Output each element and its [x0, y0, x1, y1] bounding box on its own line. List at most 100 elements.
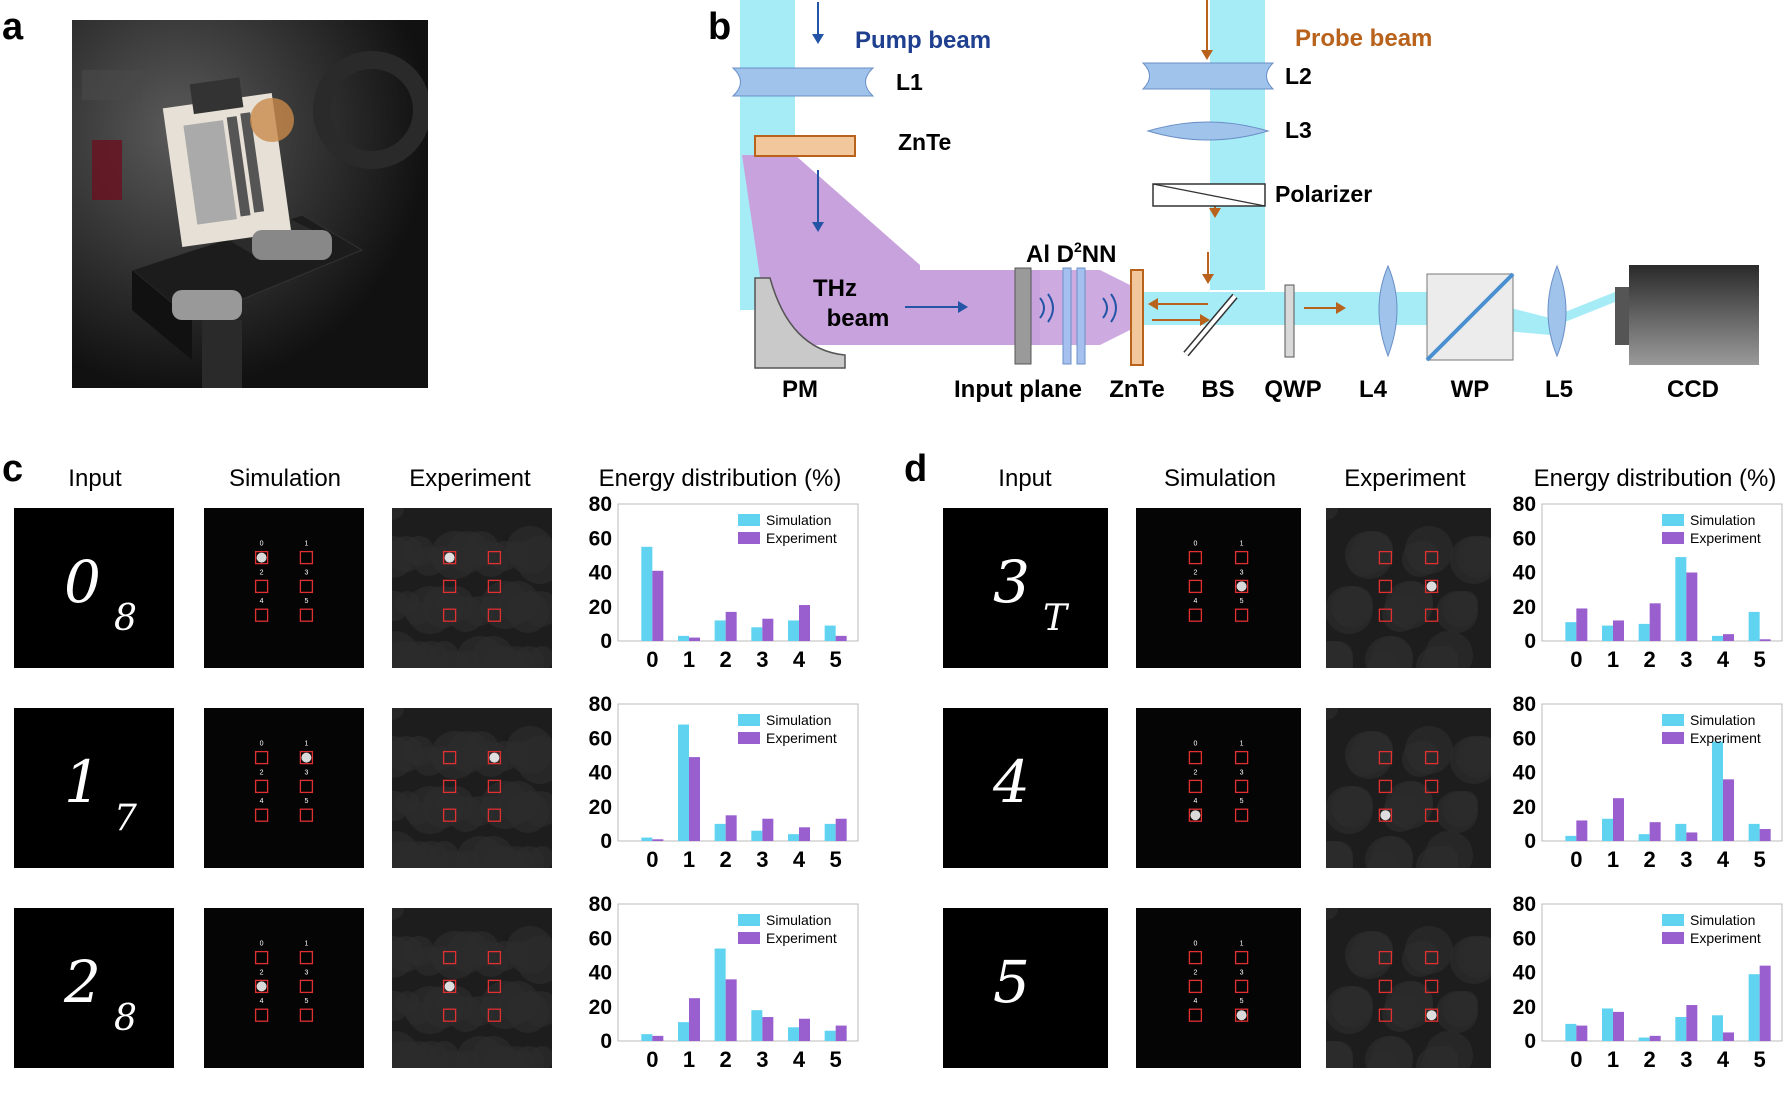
detector-label: 2	[260, 569, 264, 576]
experiment-bar	[1759, 965, 1771, 1041]
experiment-image-c-1-speckle	[472, 836, 514, 878]
header-d-energy: Energy distribution (%)	[1533, 465, 1777, 492]
detector-label: 0	[1193, 741, 1197, 748]
plot-area	[1541, 903, 1783, 1042]
detector-region	[299, 550, 314, 565]
detector-region	[299, 579, 314, 594]
simulation-image-d-1-bg	[1136, 708, 1301, 868]
simulation-bar	[788, 1027, 799, 1041]
experiment-image-d-0-speckle	[1425, 631, 1473, 679]
simulation-bar	[678, 1022, 689, 1041]
detector-label: 3	[304, 569, 308, 576]
x-tick-label: 3	[1680, 847, 1692, 872]
experiment-bar	[1649, 1035, 1661, 1041]
experiment-image-d-0-speckle	[1337, 586, 1373, 622]
y-tick-label: 20	[589, 996, 612, 1019]
x-tick-label: 0	[646, 1047, 658, 1072]
d2nn-layer-2	[1076, 267, 1086, 365]
y-tick-label: 20	[589, 596, 612, 619]
detector-region	[1424, 950, 1439, 965]
lens-L1	[731, 67, 875, 97]
detector-label: 0	[260, 541, 264, 548]
simulation-bar	[1602, 1008, 1613, 1041]
experiment-image-c-0-speckle	[463, 531, 499, 567]
x-tick-label: 0	[1570, 647, 1582, 672]
x-tick-label: 4	[1717, 1047, 1730, 1072]
experiment-image-c-0-speckle	[395, 591, 419, 615]
experiment-image-c-2-speckle	[506, 926, 554, 974]
lens-L2	[1141, 62, 1275, 90]
detector-label: 0	[260, 941, 264, 948]
detector-label: 3	[1240, 969, 1244, 976]
thz-wave-1	[1039, 293, 1054, 323]
detector-region	[1424, 608, 1439, 622]
legend-swatch	[738, 532, 760, 544]
experiment-image-d-0-speckle	[1405, 526, 1453, 574]
experiment-image-c-2-speckle	[395, 991, 419, 1015]
experiment-image-c-2-speckle	[530, 1046, 554, 1070]
experiment-bar	[1723, 779, 1734, 841]
legend-label: Experiment	[1690, 530, 1761, 546]
x-tick-label: 2	[1644, 1047, 1656, 1072]
x-tick-label: 0	[1570, 1047, 1582, 1072]
experiment-bar	[689, 998, 700, 1041]
legend-label: Simulation	[766, 912, 831, 928]
experiment-image-d-0-svg	[1305, 496, 1498, 689]
experiment-image-d-0-speckle	[1357, 531, 1393, 567]
detector-region	[1188, 779, 1203, 794]
detector-label: 0	[260, 741, 264, 748]
detector-label: 4	[1193, 598, 1197, 605]
detector-label: 1	[1240, 941, 1244, 948]
experiment-bar	[1576, 608, 1588, 641]
simulation-bar	[714, 948, 726, 1041]
simulation-bar	[751, 1010, 763, 1041]
detector-spot	[444, 981, 455, 992]
y-tick-label: 20	[1513, 996, 1536, 1019]
header-d-simulation: Simulation	[1163, 465, 1277, 492]
detector-region	[254, 608, 269, 622]
legend-label: Experiment	[1690, 930, 1761, 946]
experiment-bar	[1723, 1032, 1734, 1041]
lens-L3	[1146, 121, 1270, 141]
detector-region	[1424, 579, 1439, 594]
detector-region	[442, 808, 457, 822]
panel-label-b: b	[708, 6, 732, 48]
legend-label: Experiment	[766, 930, 837, 946]
x-tick-label: 5	[1754, 847, 1766, 872]
detector-label: 4	[260, 998, 264, 1005]
header-c-experiment: Experiment	[409, 465, 531, 492]
experiment-image-d-2-speckle	[1323, 1041, 1353, 1071]
experiment-bar	[1576, 820, 1588, 841]
experiment-image-c-2-speckle	[472, 1036, 514, 1078]
x-tick-label: 5	[1754, 647, 1766, 672]
detector-spot	[1190, 810, 1201, 821]
header-d-experiment: Experiment	[1344, 465, 1466, 492]
detector-region	[1378, 750, 1393, 765]
detector-spot	[1426, 1010, 1437, 1021]
legend-label: Simulation	[1690, 712, 1755, 728]
simulation-bar	[1675, 1017, 1687, 1041]
experiment-image-c-0-speckle	[530, 646, 554, 670]
lens-L5	[1547, 264, 1567, 358]
x-tick-label: 5	[830, 1047, 842, 1072]
experiment-image-c-2-speckle	[497, 981, 539, 1023]
y-tick-label: 60	[1513, 927, 1536, 950]
legend-label: Experiment	[766, 530, 837, 546]
input-digit-small: T	[1043, 598, 1068, 639]
detector-region	[1424, 779, 1439, 794]
parabolic-mirror	[754, 277, 846, 369]
simulation-bar	[1565, 622, 1577, 641]
experiment-image-c-0-speckle	[429, 641, 459, 671]
beam-splitter	[1184, 294, 1237, 356]
experiment-image-d-1-speckle	[1405, 726, 1453, 774]
experiment-image-c-0	[371, 496, 564, 689]
detector-region	[1378, 579, 1393, 594]
legend-swatch	[738, 932, 760, 944]
simulation-bar	[1565, 1023, 1577, 1041]
experiment-image-c-1-svg	[371, 696, 564, 889]
detector-spot	[1236, 581, 1247, 592]
